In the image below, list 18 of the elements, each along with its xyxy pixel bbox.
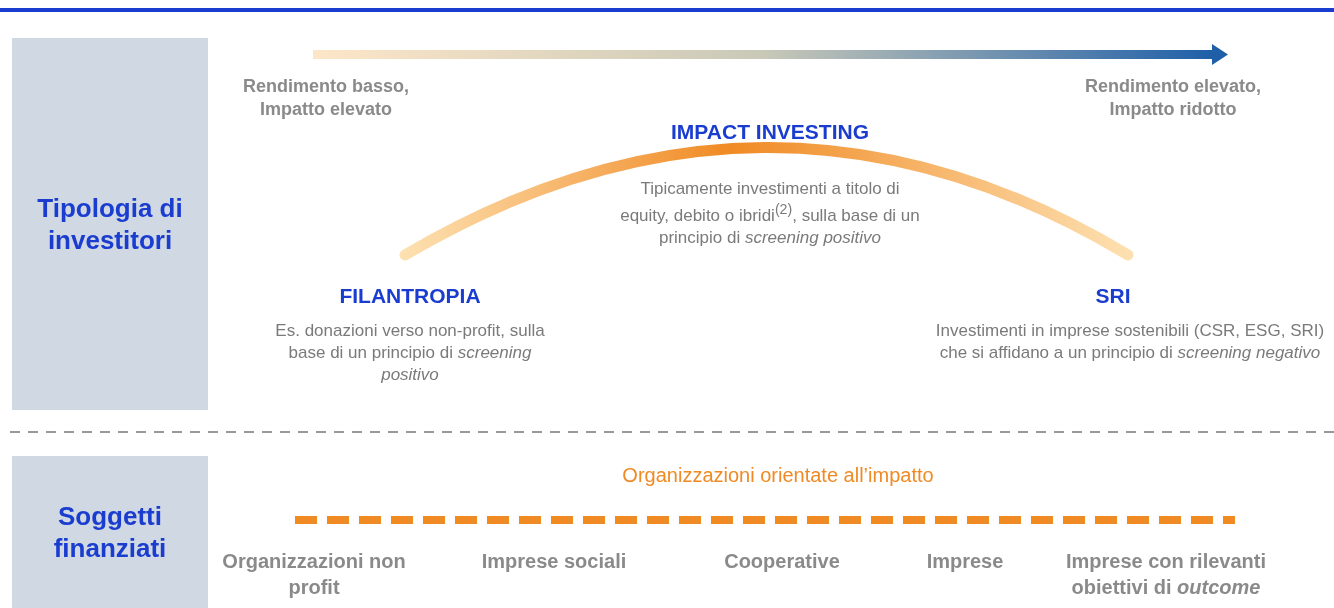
category-heading: SRI <box>1095 283 1131 309</box>
category-panel <box>12 456 208 608</box>
organization-label: Imprese <box>926 549 1004 574</box>
axis-label: Rendimento elevato, Impatto ridotto <box>1083 75 1262 122</box>
category-heading: FILANTROPIA <box>339 283 481 309</box>
description-text: Tipicamente investimenti a titolo di equity, debito o ibridi$^{(2)}$, sulla base di un principio di screening positivo <box>620 178 920 249</box>
category-heading: IMPACT INVESTING <box>671 119 869 145</box>
organization-label: Imprese con rilevanti obiettivi di outcome <box>1064 549 1268 600</box>
organization-label: Cooperative <box>724 549 840 574</box>
group-label: Organizzazioni orientate all’impatto <box>622 463 934 488</box>
category-panel <box>12 38 208 410</box>
panel-title: Soggetti finanziati <box>52 499 168 565</box>
panel-title: Tipologia di investitori <box>36 191 184 257</box>
description-text: Es. donazioni verso non-profit, sulla base di un principio di screening positivo <box>274 320 546 387</box>
description-text: Investimenti in imprese sostenibili (CSR, ESG, SRI) che si affidano a un principio di screening negativo <box>934 320 1326 365</box>
axis-label: Rendimento basso, Impatto elevato <box>242 75 410 122</box>
organization-label: Imprese sociali <box>481 549 627 574</box>
organization-label: Organizzazioni non profit <box>221 549 407 600</box>
